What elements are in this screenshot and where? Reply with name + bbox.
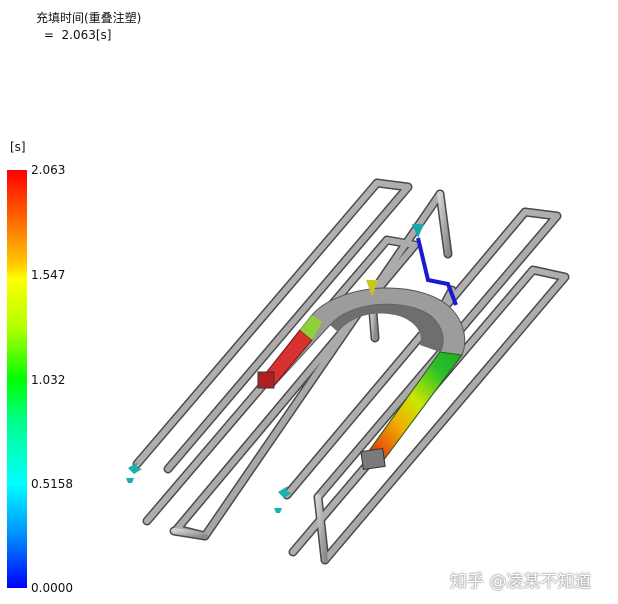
legend-tick-25: 0.5158: [31, 477, 73, 491]
gate-marker-icon: [366, 280, 378, 296]
legend-unit: [s]: [10, 140, 26, 154]
result-title: 充填时间(重叠注塑): [36, 11, 142, 25]
result-max-value: = 2.063[s]: [40, 28, 112, 42]
watermark-text: 知乎 @凌某不知道: [450, 572, 592, 592]
gate-marker-icon: [412, 224, 424, 238]
runner-system: [416, 237, 458, 306]
legend-tick-min: 0.0000: [31, 581, 73, 595]
color-legend-bar: [7, 170, 27, 588]
coolant-inlet-icon: [126, 462, 292, 513]
legend-tick-75: 1.547: [31, 268, 66, 282]
legend-tick-max: 2.063: [31, 163, 66, 177]
molded-part: [257, 287, 466, 471]
legend-tick-50: 1.032: [31, 373, 66, 387]
cooling-channels: [132, 178, 570, 565]
